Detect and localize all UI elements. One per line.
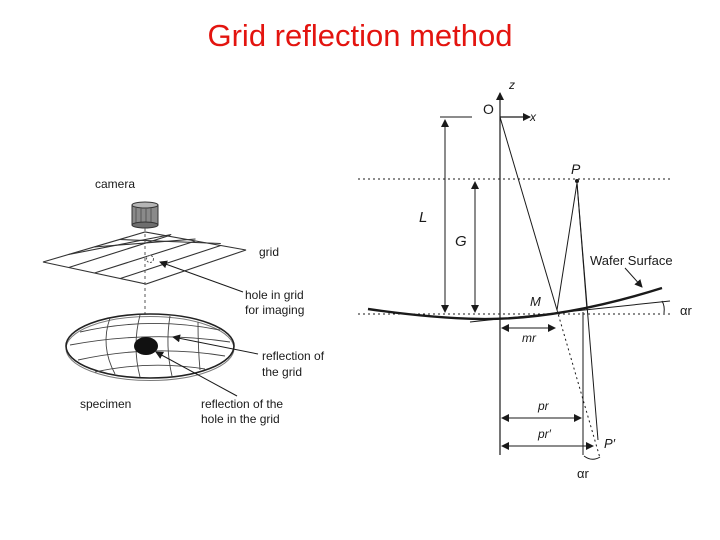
grid-label: grid [259,245,279,259]
point-p-marker [575,179,579,183]
wafer-surface-curve [367,286,663,321]
alpha-r-bottom-label: αr [577,466,590,481]
point-m-label: M [530,294,541,309]
camera-label: camera [95,177,135,191]
dotted-extension [556,309,601,459]
reflection-grid-line1: reflection of [262,349,325,363]
reflection-hole-line1: reflection of the [201,397,283,411]
wafer-surface-label: Wafer Surface [590,253,673,268]
origin-label: O [483,101,494,117]
right-diagram [358,92,671,460]
alpha-r-label: αr [680,303,693,318]
x-axis-label: x [529,110,537,124]
point-p-label: P [571,161,581,177]
point-p-prime-label: P′ [604,436,616,451]
wafer-surface-arrow [624,267,643,288]
ray-p-to-pprime [576,182,599,441]
left-diagram: camera grid hole in grid for imaging [42,177,325,426]
mr-label: mr [522,331,537,345]
reflection-grid-line2: the grid [262,365,302,379]
hole-reflection-spot [134,337,158,355]
pr-prime-label: pr′ [537,427,552,441]
grid-hole-marker [146,255,154,263]
g-label: G [455,233,467,250]
pr-label: pr [537,399,550,413]
specimen-label: specimen [80,397,131,411]
reflection-hole-arrow [155,351,238,397]
camera-icon [131,201,159,229]
hole-label-line2: for imaging [245,303,304,317]
z-axis-label: z [508,78,515,92]
tangent-line [469,300,671,323]
ray-o-to-m [499,116,558,311]
reflection-grid-arrow [172,334,259,355]
hole-leader-arrow [159,260,244,293]
ray-m-to-p [556,182,578,311]
alpha-r-arc [661,300,665,314]
alpha-r-bottom-arc [583,455,601,460]
slide-title: Grid reflection method [207,18,513,53]
reflection-hole-line2: hole in the grid [201,412,280,426]
hole-label-line1: hole in grid [245,288,304,302]
right-diagram-labels: z x O P L G Wafer Surface M αr mr pr pr′… [419,78,693,481]
specimen-disc [65,313,235,381]
l-label: L [419,209,427,226]
